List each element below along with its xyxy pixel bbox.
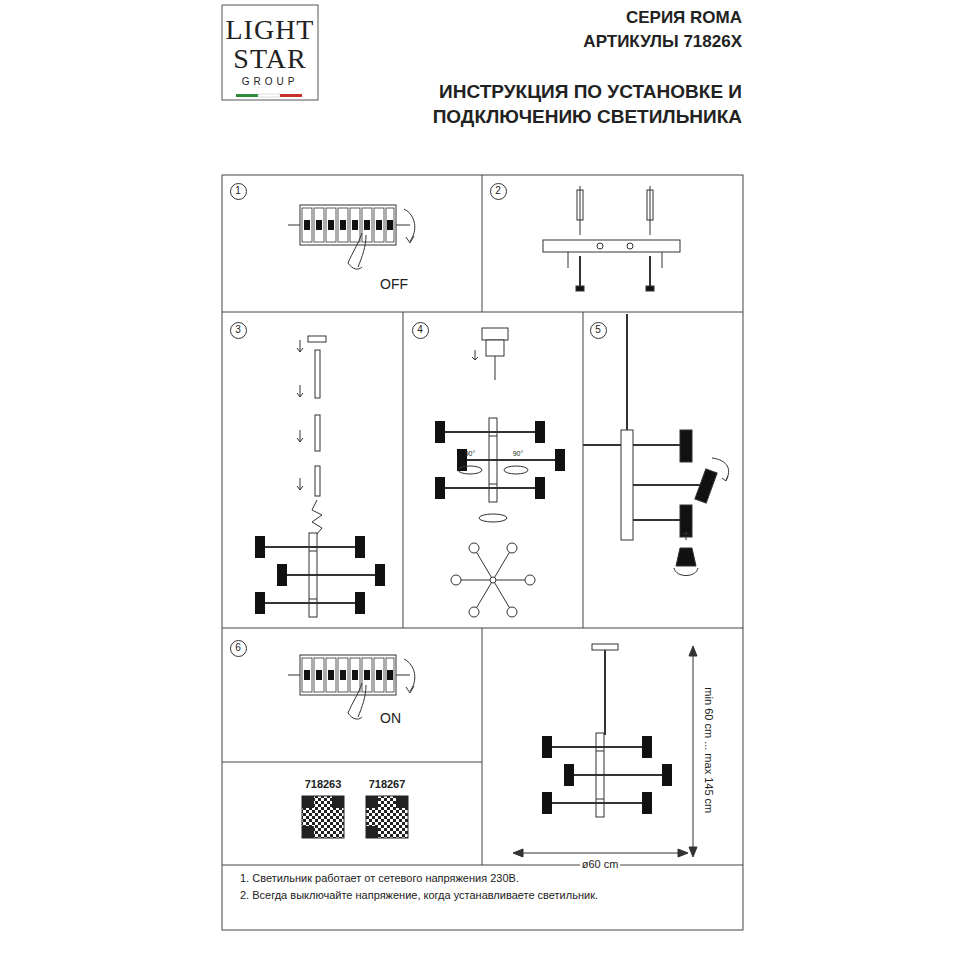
article-number: АРТИКУЛЫ 71826X	[583, 32, 742, 52]
switch-state: ON	[380, 710, 401, 726]
series-name: СЕРИЯ ROMA	[626, 8, 742, 28]
step-number-text: 1	[235, 186, 241, 196]
article-number: 718267	[369, 778, 406, 791]
step-number: 4	[412, 322, 429, 339]
step-number-text: 3	[235, 325, 241, 335]
note: 2. Всегда выключайте напряжение, когда у…	[240, 889, 598, 902]
switch-state: OFF	[380, 276, 408, 292]
step-number-text: 4	[417, 325, 423, 335]
note: 1. Светильник работает от сетевого напря…	[240, 872, 519, 885]
diameter-dimension: ø60 cm	[580, 858, 621, 871]
step-number: 5	[590, 322, 607, 339]
step-number-text: 5	[595, 325, 601, 335]
rotation-angle: 90°	[465, 450, 476, 458]
step-number-text: 6	[235, 643, 241, 653]
title: ИНСТРУКЦИЯ ПО УСТАНОВКЕ И ПОДКЛЮЧЕНИЮ СВ…	[362, 80, 742, 129]
height-dimension: min 60 cm ... max 145 cm	[703, 687, 716, 813]
step-number: 2	[490, 183, 507, 200]
logo-text: STAR	[233, 43, 306, 75]
step-number: 3	[230, 322, 247, 339]
step-number: 1	[230, 183, 247, 200]
rotation-angle: 90°	[513, 450, 524, 458]
logo-text: GROUP	[242, 76, 299, 88]
step-number-text: 2	[495, 186, 501, 196]
step-number: 6	[230, 640, 247, 657]
logo-text: LIGHT	[226, 14, 315, 46]
article-number: 718263	[305, 778, 342, 791]
